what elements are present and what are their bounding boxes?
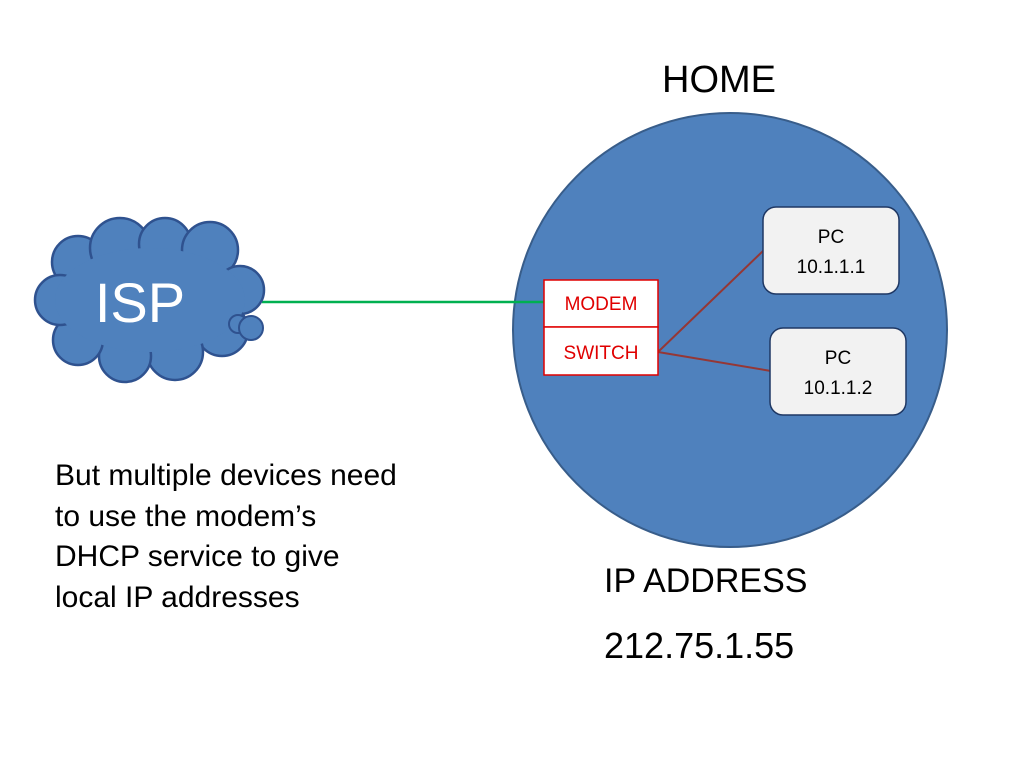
pc-ip: 10.1.1.1 — [797, 257, 866, 278]
pc-box — [769, 327, 907, 416]
isp-label: ISP — [95, 271, 185, 334]
pc-node: PC 10.1.1.2 — [769, 327, 907, 416]
ip-address-value: 212.75.1.55 — [604, 625, 794, 666]
caption-line: But multiple devices need — [55, 459, 397, 492]
pc-node: PC 10.1.1.1 — [762, 206, 900, 295]
router-box — [543, 279, 659, 376]
pc-label: PC — [825, 348, 851, 369]
modem-label: MODEM — [565, 294, 638, 315]
caption-line: DHCP service to give — [55, 540, 340, 573]
pc-label: PC — [818, 227, 844, 248]
caption-text: But multiple devices need to use the mod… — [55, 456, 475, 618]
ip-address-label: IP ADDRESS — [604, 562, 807, 600]
pc-box — [762, 206, 900, 295]
caption-line: local IP addresses — [55, 580, 300, 614]
isp-cloud-icon — [33, 216, 266, 384]
pc1-link-line — [657, 249, 765, 353]
home-title: HOME — [662, 59, 776, 101]
pc2-link-line — [657, 351, 772, 372]
pc-ip: 10.1.1.2 — [804, 378, 873, 399]
switch-label: SWITCH — [564, 343, 639, 364]
switch-box — [543, 326, 659, 376]
caption-line: to use the modem’s — [55, 499, 317, 533]
modem-box — [543, 279, 659, 328]
